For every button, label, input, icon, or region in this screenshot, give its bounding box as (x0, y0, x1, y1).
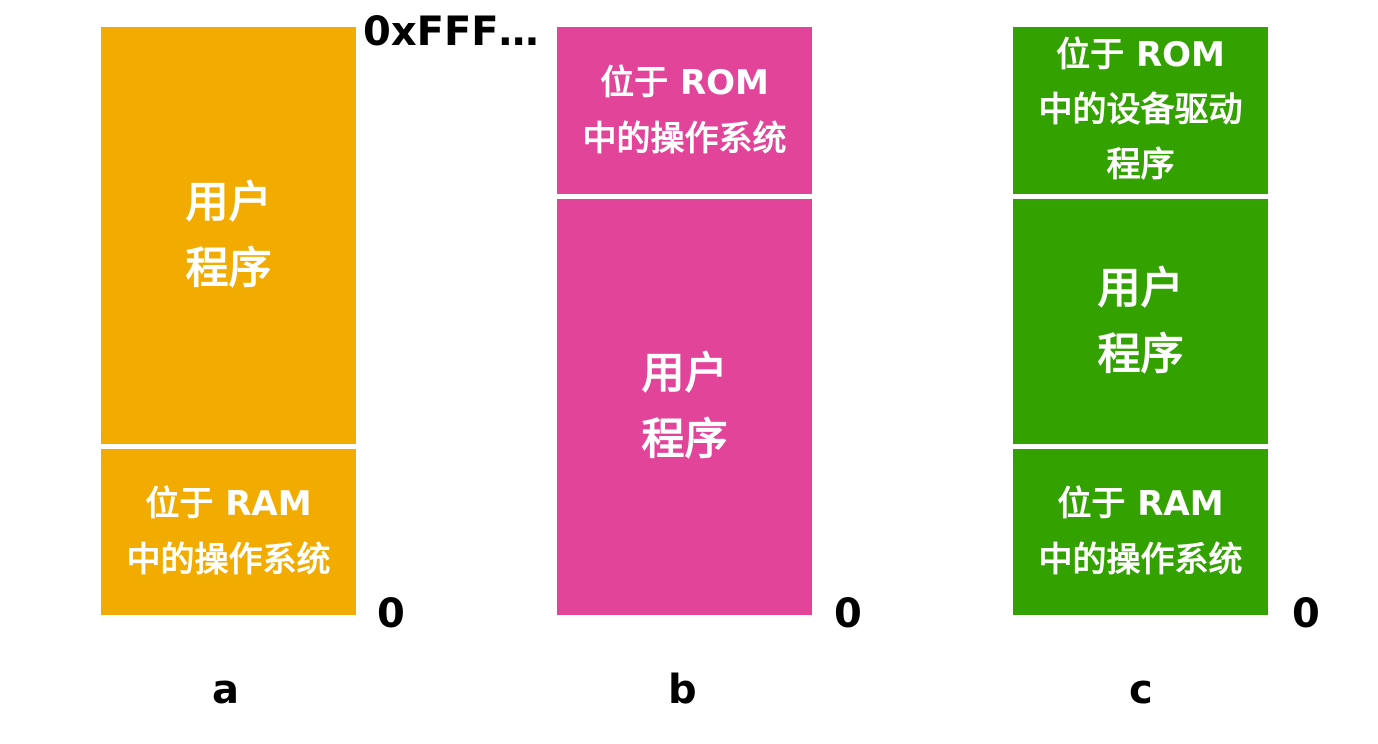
user-program-block-b: 用户 程序 (557, 199, 812, 615)
os-rom-label-b: 位于 ROM 中的操作系统 (582, 62, 787, 159)
memory-layout-a: 用户 程序 位于 RAM 中的操作系统 (101, 27, 356, 615)
memory-layout-b: 位于 ROM 中的操作系统 用户 程序 (557, 27, 812, 615)
user-program-label-a: 用户 程序 (185, 177, 272, 294)
user-program-block-c: 用户 程序 (1013, 199, 1268, 444)
os-ram-label-a: 位于 RAM 中的操作系统 (126, 484, 331, 580)
os-ram-label-c: 位于 RAM 中的操作系统 (1038, 484, 1243, 580)
caption-b: b (668, 667, 697, 713)
device-driver-rom-block-c: 位于 ROM 中的设备驱动 程序 (1013, 27, 1268, 194)
caption-a: a (212, 667, 239, 713)
top-address-label: 0xFFF… (363, 9, 539, 55)
device-driver-rom-label-c: 位于 ROM 中的设备驱动 程序 (1038, 35, 1243, 185)
os-ram-block-c: 位于 RAM 中的操作系统 (1013, 449, 1268, 615)
bottom-address-label-b: 0 (834, 591, 862, 637)
bottom-address-label-a: 0 (377, 591, 405, 637)
os-ram-block-a: 位于 RAM 中的操作系统 (101, 449, 356, 615)
user-program-label-b: 用户 程序 (641, 349, 728, 465)
caption-c: c (1129, 667, 1153, 713)
user-program-label-c: 用户 程序 (1097, 263, 1184, 380)
bottom-address-label-c: 0 (1292, 591, 1320, 637)
memory-layout-c: 位于 ROM 中的设备驱动 程序 用户 程序 位于 RAM 中的操作系统 (1013, 27, 1268, 615)
os-rom-block-b: 位于 ROM 中的操作系统 (557, 27, 812, 194)
user-program-block-a: 用户 程序 (101, 27, 356, 444)
